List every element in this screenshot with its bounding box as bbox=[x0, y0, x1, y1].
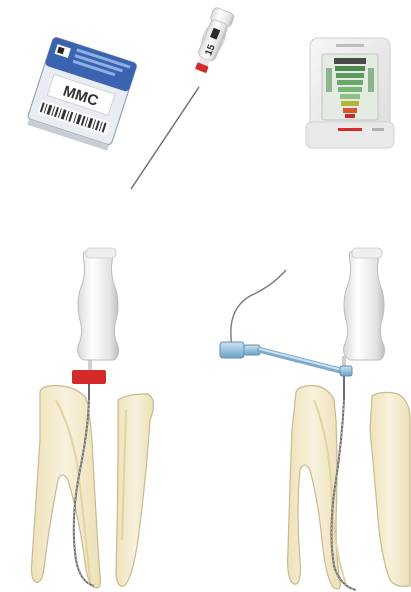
electrode-wire bbox=[231, 270, 286, 346]
tooth-with-clip-illustration bbox=[220, 248, 410, 590]
apex-locator-icon bbox=[306, 38, 394, 148]
file-clip-icon bbox=[220, 342, 352, 376]
tooth-illustration-icon bbox=[32, 248, 154, 588]
hand-file-icon: 15 bbox=[131, 7, 235, 189]
file-package-icon: MMC bbox=[25, 37, 137, 152]
stopper-icon bbox=[72, 370, 106, 384]
